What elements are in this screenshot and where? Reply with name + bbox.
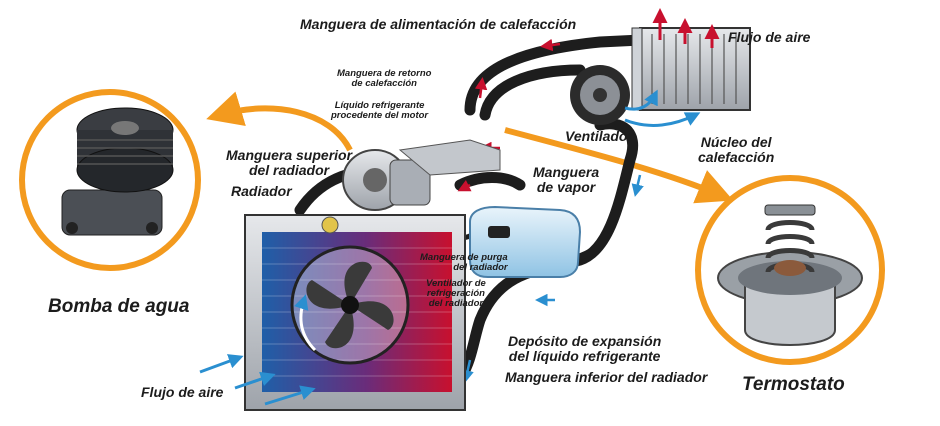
thermostat-icon: [717, 204, 863, 346]
label-heater-core: Núcleo del calefacción: [698, 134, 775, 165]
label-radiator-bleed-hose: Manguera de purga del radiador: [420, 252, 508, 273]
label-radiator: Radiador: [231, 183, 292, 199]
water-pump-icon: [61, 107, 174, 236]
label-expansion-tank: Depósito de expansión del líquido refrig…: [508, 333, 662, 364]
airflow-bottom-arrows: [199, 354, 316, 406]
label-upper-radiator-hose: Manguera superior del radiador: [226, 147, 353, 178]
blower-fan-icon: [570, 65, 701, 127]
label-fan-blower: Ventilador: [565, 128, 633, 144]
label-radiator-cooling-fan: Ventilador de refrigeración del radiador: [426, 278, 486, 309]
label-heater-return-hose: Manguera de retorno de calefacción: [337, 68, 432, 89]
label-airflow-bottom: Flujo de aire: [141, 384, 224, 400]
heater-core-icon: [631, 27, 751, 111]
thermostat-pointer: [504, 127, 734, 204]
water-pump-callout: [19, 89, 201, 271]
label-vapor-hose: Manguera de vapor: [533, 164, 600, 195]
vapor-hose: [454, 172, 526, 191]
expansion-tank-icon: [469, 205, 582, 278]
label-heater-supply-hose: Manguera de alimentación de calefacción: [300, 16, 577, 32]
heater-return-hose: [479, 64, 586, 121]
water-pump-pointer: [206, 91, 353, 152]
thermostat-callout: [695, 175, 885, 365]
airflow-top-arrows: [652, 8, 720, 48]
label-lower-radiator-hose: Manguera inferior del radiador: [505, 369, 708, 385]
flow-arrows: [457, 38, 644, 383]
label-engine-coolant: Líquido refrigerante procedente del moto…: [331, 100, 429, 121]
label-water-pump: Bomba de agua: [48, 296, 190, 317]
label-thermostat: Termostato: [742, 374, 845, 395]
heater-supply-hose: [464, 34, 646, 116]
label-airflow-top: Flujo de aire: [728, 29, 811, 45]
engine-pump-housing: [342, 139, 501, 211]
radiator-icon: [244, 214, 466, 411]
